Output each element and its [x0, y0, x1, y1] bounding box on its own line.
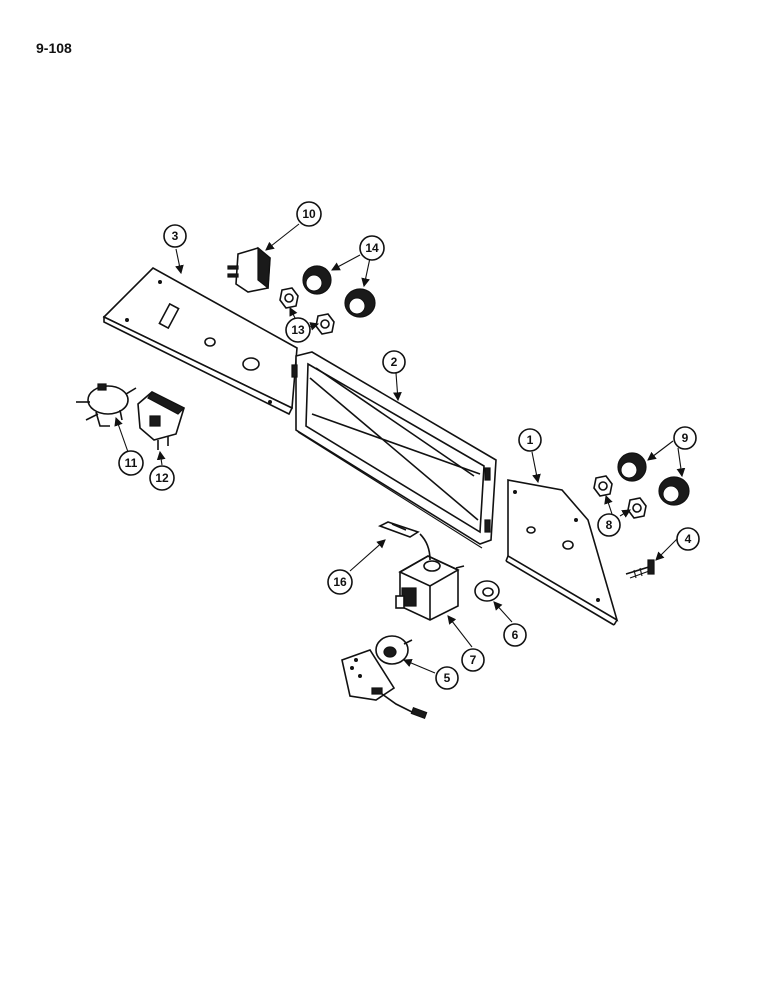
part-11-rotary-switch — [76, 383, 137, 427]
callout-5: 5 — [435, 666, 459, 690]
callout-5-label: 5 — [444, 671, 451, 685]
callout-6: 6 — [503, 623, 527, 647]
callout-1-label: 1 — [527, 433, 534, 447]
callout-13-label: 13 — [291, 323, 305, 337]
callout-8: 8 — [597, 513, 621, 537]
callout-8-label: 8 — [606, 518, 613, 532]
part-16-sleeve — [377, 521, 420, 538]
callout-6-label: 6 — [512, 628, 519, 642]
callout-11: 11 — [118, 450, 144, 476]
callout-3: 3 — [163, 224, 187, 248]
part-10-rocker-switch — [227, 246, 271, 293]
callout-9-label: 9 — [682, 431, 689, 445]
page-number: 9-108 — [36, 40, 72, 56]
callout-11-label: 11 — [125, 456, 138, 470]
callout-12-label: 12 — [155, 471, 169, 485]
callout-3-label: 3 — [172, 229, 179, 243]
callout-16-label: 16 — [333, 575, 347, 589]
callout-7-label: 7 — [470, 653, 477, 667]
part-4-screw — [625, 559, 655, 579]
callout-9: 9 — [673, 426, 697, 450]
part-5-bracket — [341, 635, 428, 719]
part-13-nuts — [279, 287, 335, 335]
callout-4-label: 4 — [685, 532, 692, 546]
callout-14: 14 — [359, 235, 385, 261]
callout-14-label: 14 — [365, 241, 379, 255]
callout-12: 12 — [149, 465, 175, 491]
callout-10: 10 — [296, 201, 322, 227]
part-2-gasket-frame — [291, 351, 497, 549]
part-3-left-panel — [102, 267, 298, 416]
callout-7: 7 — [461, 648, 485, 672]
callout-4: 4 — [676, 527, 700, 551]
callout-2-label: 2 — [391, 355, 398, 369]
part-14-knobs — [302, 265, 376, 318]
part-1-right-panel — [505, 479, 619, 626]
callout-13: 13 — [285, 317, 311, 343]
part-7-timer — [395, 533, 465, 621]
part-12-toggle-switch — [137, 391, 186, 450]
callout-1: 1 — [518, 428, 542, 452]
part-9-knobs — [617, 452, 690, 506]
leader-lines — [114, 223, 686, 674]
callout-10-label: 10 — [302, 207, 316, 221]
part-6-washer — [474, 580, 500, 602]
callout-2: 2 — [382, 350, 406, 374]
part-8-nuts — [593, 475, 647, 519]
callout-16: 16 — [327, 569, 353, 595]
